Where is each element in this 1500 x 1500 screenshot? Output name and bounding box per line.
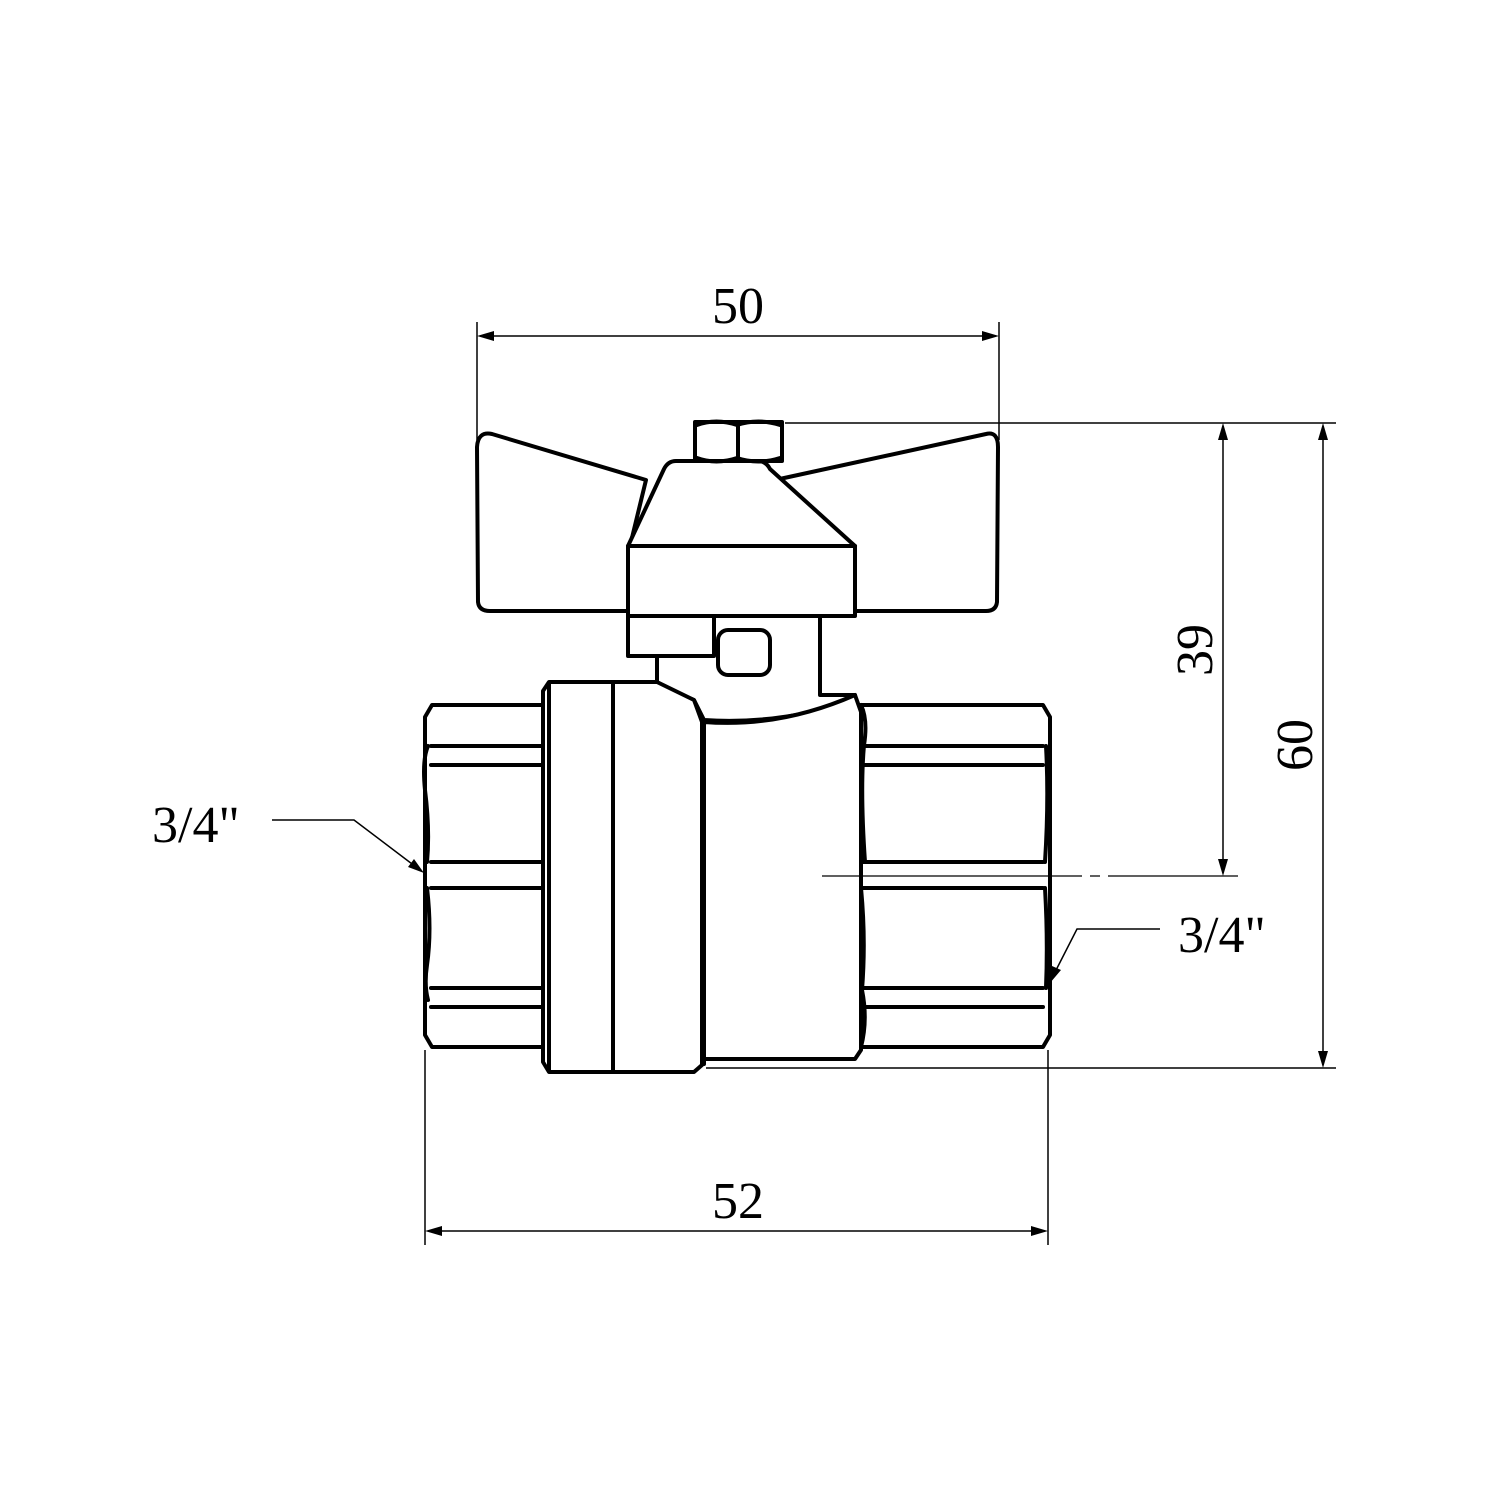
- handle-hub-block: [626, 544, 857, 618]
- callout-left-thread: 3/4": [152, 797, 424, 873]
- handle-left-wing: [475, 431, 648, 613]
- left-hex-end: [422, 703, 545, 1049]
- dimension-handle-width: 50: [476, 278, 1000, 440]
- callout-left-thread-label: 3/4": [152, 797, 240, 854]
- stem-nut: [693, 419, 784, 464]
- dimension-axis-to-top: 39: [785, 422, 1238, 876]
- dimension-label-39: 39: [1167, 624, 1224, 676]
- dimension-label-60: 60: [1267, 719, 1324, 771]
- dimension-label-52: 52: [712, 1173, 764, 1230]
- valve-body-center: [702, 693, 863, 1061]
- stem-position-window: [716, 628, 772, 677]
- valve-body-collar: [541, 680, 706, 1074]
- stem-stop-block: [626, 614, 716, 658]
- dimension-label-50: 50: [712, 278, 764, 335]
- handle-right-wing: [773, 431, 1000, 613]
- butterfly-handle: [475, 419, 1000, 618]
- dimension-overall-height: 60: [706, 422, 1336, 1069]
- dimension-overall-length: 52: [424, 1050, 1049, 1245]
- callout-right-thread: 3/4": [1050, 907, 1266, 983]
- callout-right-thread-label: 3/4": [1178, 907, 1266, 964]
